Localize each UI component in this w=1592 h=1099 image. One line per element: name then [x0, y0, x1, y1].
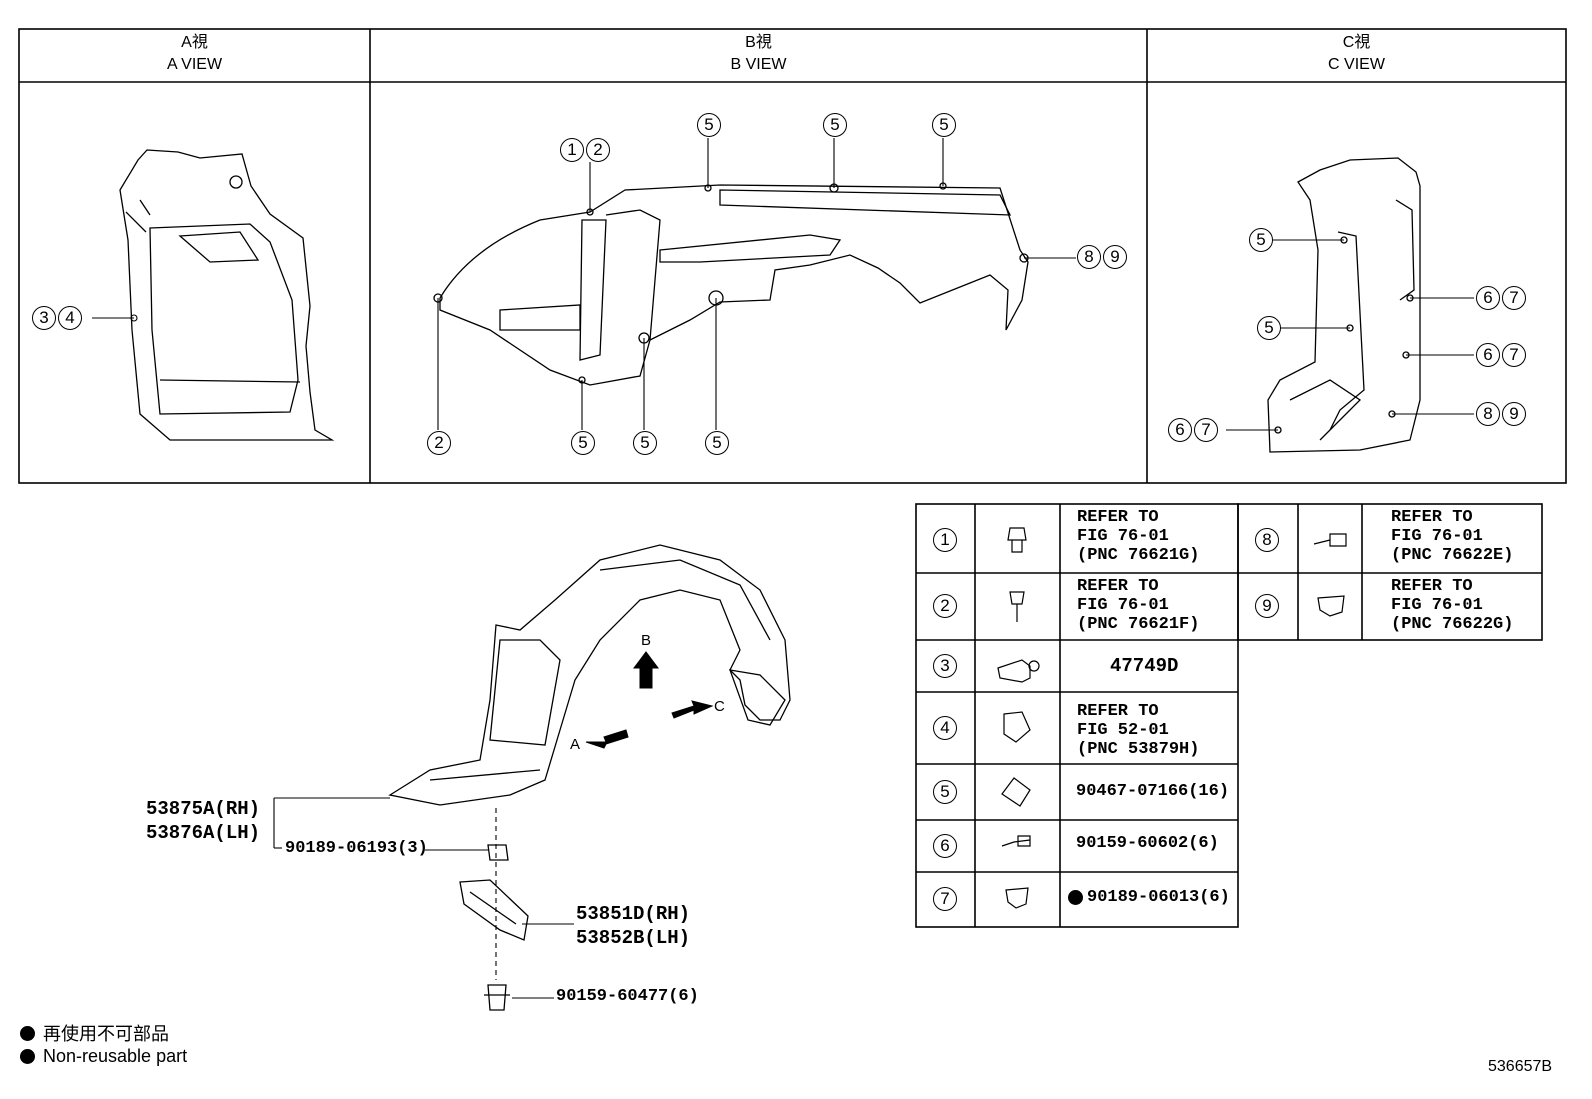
push-clip-icon	[1317, 595, 1345, 617]
table-no-8: 8	[1255, 528, 1279, 552]
arrow-a-label: A	[570, 736, 581, 753]
callout-circle: 8	[1476, 402, 1500, 426]
clip-icon	[1001, 777, 1031, 807]
part-liner-lh: 53876A(LH)	[146, 822, 261, 844]
legend-en-text: Non-reusable part	[43, 1046, 188, 1066]
table-no-4: 4	[933, 716, 957, 740]
non-reusable-dot-icon	[20, 1049, 35, 1064]
table-text-6: 90159-60602(6)	[1076, 834, 1219, 853]
b-view-drawing	[433, 182, 1029, 386]
callout-5: 5	[1257, 316, 1281, 340]
callout-circle: 6	[1168, 418, 1192, 442]
b-view-jp: B視	[745, 34, 772, 51]
c-view-jp: C視	[1342, 34, 1371, 51]
a-view-jp: A視	[181, 34, 208, 51]
b-view-header: B視 B VIEW	[370, 32, 1147, 76]
callout-circle: 7	[1502, 343, 1526, 367]
callout-5: 5	[705, 431, 729, 455]
a-view-en: A VIEW	[166, 56, 223, 73]
callout-circle: 1	[560, 138, 584, 162]
c-view-header: C視 C VIEW	[1147, 32, 1566, 76]
legend-jp-text: 再使用不可部品	[43, 1024, 169, 1044]
non-reusable-dot-icon	[20, 1025, 35, 1041]
callout-circle: 9	[1103, 245, 1127, 269]
callout-circle: 4	[58, 306, 82, 330]
non-reusable-dot-icon	[1068, 890, 1083, 905]
clip-nut-icon	[1007, 527, 1027, 553]
arrow-c-label: C	[714, 698, 725, 715]
callout-circle: 7	[1194, 418, 1218, 442]
callout-5: 5	[571, 431, 595, 455]
table-no-2: 2	[933, 594, 957, 618]
table-text-1: REFER TO FIG 76-01 (PNC 76621G)	[1077, 508, 1200, 565]
parts-table-grid	[915, 503, 1543, 928]
callout-5: 5	[633, 431, 657, 455]
a-view-drawing	[119, 149, 335, 441]
callout-circle: 6	[1476, 286, 1500, 310]
table-text-7: 90189-06013(6)	[1087, 888, 1230, 907]
callout-5: 5	[1249, 228, 1273, 252]
callout-2: 2	[427, 431, 451, 455]
view-arrows	[585, 651, 714, 749]
table-no-6: 6	[933, 834, 957, 858]
a-view-header: A視 A VIEW	[19, 32, 370, 76]
callout-6-7: 6 7	[1476, 286, 1526, 310]
callout-circle: 8	[1077, 245, 1101, 269]
screw-icon	[1009, 591, 1025, 622]
legend-en: Non-reusable part	[20, 1046, 187, 1067]
callout-circle: 9	[1502, 402, 1526, 426]
table-text-4: REFER TO FIG 52-01 (PNC 53879H)	[1077, 702, 1200, 759]
views-frame	[18, 28, 1567, 484]
part-screw: 90159-60477(6)	[556, 987, 699, 1006]
callout-circle: 3	[32, 306, 56, 330]
table-no-5: 5	[933, 780, 957, 804]
table-text-8: REFER TO FIG 76-01 (PNC 76622E)	[1391, 508, 1514, 565]
arrow-b-label: B	[641, 632, 652, 649]
part-clip: 90189-06193(3)	[285, 839, 428, 858]
table-text-2: REFER TO FIG 76-01 (PNC 76621F)	[1077, 577, 1200, 634]
bolt-icon	[997, 659, 1040, 683]
callout-5: 5	[823, 113, 847, 137]
part-seal-lh: 53852B(LH)	[576, 927, 691, 949]
part-liner-rh: 53875A(RH)	[146, 798, 261, 820]
callout-circle: 2	[586, 138, 610, 162]
table-row-7-text: 90189-06013(6)	[1068, 888, 1230, 907]
callout-6-7: 6 7	[1476, 343, 1526, 367]
small-parts-drawing	[459, 844, 529, 1011]
callout-5: 5	[697, 113, 721, 137]
callout-1-2: 1 2	[560, 138, 610, 162]
table-text-5: 90467-07166(16)	[1076, 782, 1230, 801]
table-text-9: REFER TO FIG 76-01 (PNC 76622G)	[1391, 577, 1514, 634]
nut-icon	[1003, 711, 1031, 743]
b-view-en: B VIEW	[730, 56, 787, 73]
callout-6-7: 6 7	[1168, 418, 1218, 442]
callout-circle: 6	[1476, 343, 1500, 367]
table-no-3: 3	[933, 654, 957, 678]
legend-jp: 再使用不可部品	[20, 1020, 169, 1046]
callout-5: 5	[932, 113, 956, 137]
table-no-7: 7	[933, 887, 957, 911]
table-no-9: 9	[1255, 594, 1279, 618]
screw-icon	[1001, 835, 1031, 847]
table-text-3: 47749D	[1110, 655, 1179, 677]
figure-id: 536657B	[1488, 1058, 1553, 1075]
callout-circle: 7	[1502, 286, 1526, 310]
part-seal-rh: 53851D(RH)	[576, 903, 691, 925]
screw-icon	[1313, 533, 1347, 547]
callout-3-4: 3 4	[32, 306, 82, 330]
fender-liner-drawing	[388, 544, 791, 806]
c-view-en: C VIEW	[1328, 56, 1385, 73]
c-view-drawing	[1267, 157, 1421, 453]
push-clip-icon	[1005, 887, 1029, 909]
callout-8-9: 8 9	[1077, 245, 1127, 269]
table-no-1: 1	[933, 528, 957, 552]
callout-8-9: 8 9	[1476, 402, 1526, 426]
